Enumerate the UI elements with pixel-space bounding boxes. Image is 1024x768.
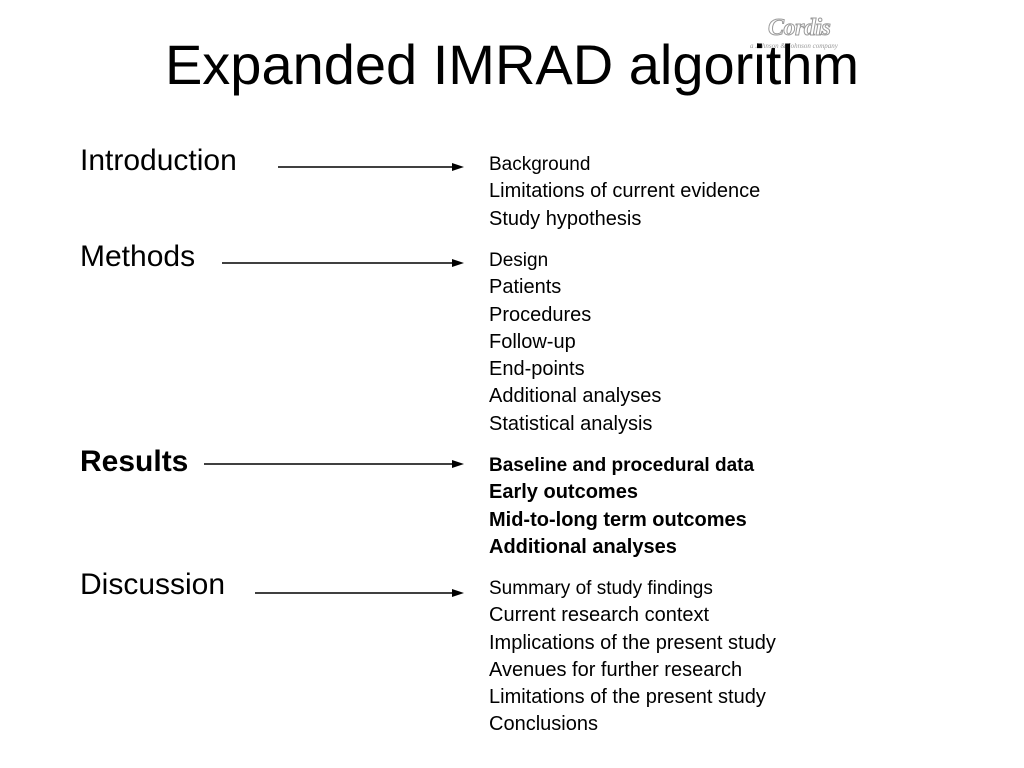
heading-results: Results [80,445,189,478]
list-item: Additional analyses [489,535,677,558]
slide-title: Expanded IMRAD algorithm [164,33,860,96]
logo-tagline: a Johnson & Johnson company [750,42,838,50]
list-discussion: Summary of study findings Current resear… [489,575,776,739]
list-methods: Design Patients Procedures Follow-up End… [489,247,661,438]
list-item: Design [489,250,549,271]
list-item: Baseline and procedural data [489,455,755,476]
list-item: Mid-to-long term outcomes [489,508,747,531]
list-item: Current research context [489,604,710,627]
list-item: Early outcomes [489,481,638,504]
list-item: End-points [489,358,585,381]
list-item: Procedures [489,303,592,326]
arrow-discussion [255,589,464,597]
list-item: Statistical analysis [489,412,653,435]
list-item: Limitations of current evidence [489,180,761,203]
list-item: Additional analyses [489,385,662,408]
list-item: Conclusions [489,713,598,736]
list-introduction: Background Limitations of current eviden… [489,151,760,233]
list-item: Study hypothesis [489,207,642,230]
heading-methods: Methods [80,240,196,273]
arrow-results [204,460,464,468]
list-item: Implications of the present study [489,631,776,654]
list-results: Baseline and procedural data Early outco… [489,452,754,561]
list-item: Limitations of the present study [489,686,766,709]
list-item: Patients [489,276,562,299]
list-item: Summary of study findings [489,578,713,599]
arrow-methods [222,259,464,267]
cordis-logo: Cordis a Johnson & Johnson company [748,14,848,54]
heading-introduction: Introduction [80,144,237,177]
heading-discussion: Discussion [80,568,226,601]
list-item: Background [489,154,591,175]
list-item: Avenues for further research [489,658,743,681]
logo-wordmark: Cordis [767,15,831,42]
list-item: Follow-up [489,330,576,353]
arrow-introduction [278,163,464,171]
